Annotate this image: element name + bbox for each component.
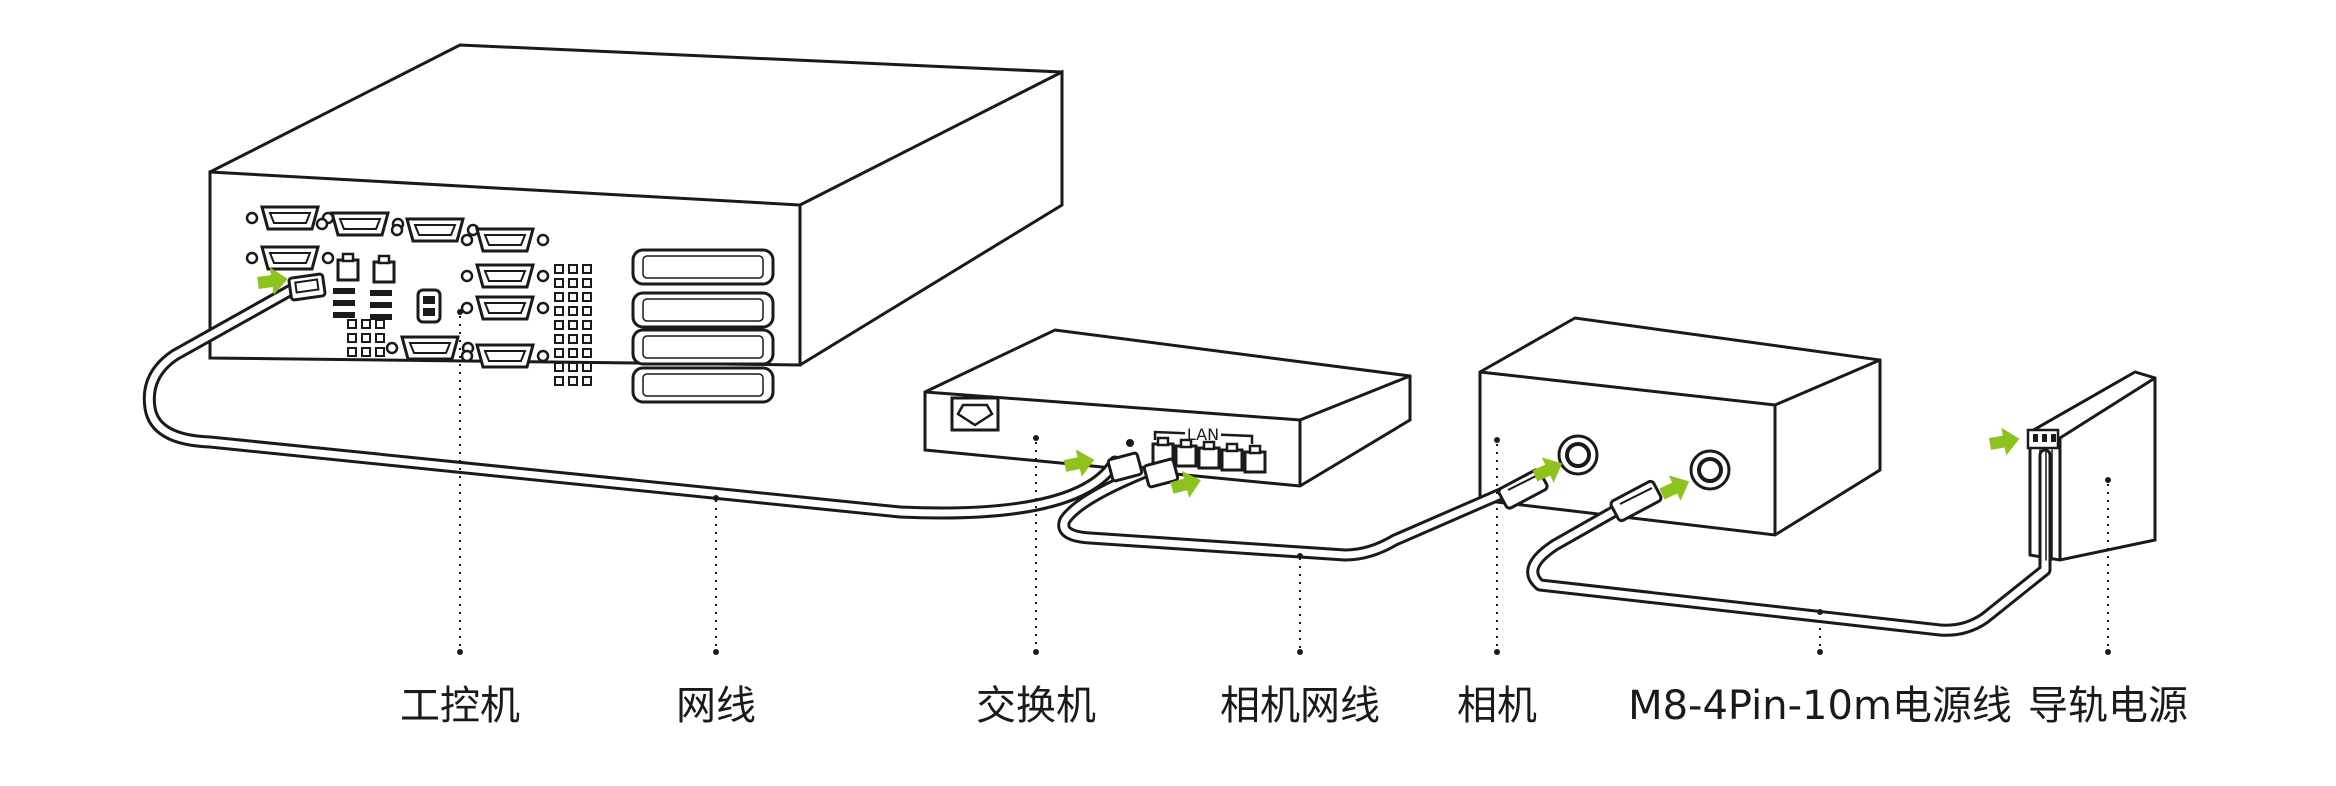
vent-hole (554, 362, 564, 372)
rail-power-box (2026, 370, 2157, 562)
vent-hole (568, 348, 578, 358)
ipc-box (208, 43, 1064, 404)
leader-dots (457, 495, 2111, 655)
vent-hole (582, 264, 592, 274)
label-camera: 相机 (1457, 683, 1537, 729)
arrow-rail-power (1987, 425, 2022, 458)
vent-hole (568, 320, 578, 330)
vent-hole (554, 264, 564, 274)
vent-hole (582, 292, 592, 302)
label-ipc: 工控机 (400, 683, 520, 729)
label-net-cable: 网线 (676, 683, 756, 729)
vent-hole (554, 278, 564, 288)
switch-box: LAN (923, 328, 1412, 488)
vent-hole (554, 376, 564, 386)
label-camera-cable: 相机网线 (1220, 683, 1380, 729)
vent-hole (568, 292, 578, 302)
vent-hole (582, 362, 592, 372)
vent-hole (582, 376, 592, 386)
vent-hole (582, 306, 592, 316)
label-rail-power: 导轨电源 (2028, 683, 2188, 729)
vent-hole (582, 320, 592, 330)
vent-hole (554, 306, 564, 316)
vent-hole (568, 334, 578, 344)
vent-hole (582, 334, 592, 344)
vent-hole (554, 320, 564, 330)
vent-hole (554, 292, 564, 302)
vent-hole (568, 278, 578, 288)
camera-box (1478, 316, 1882, 537)
switch-lan-label: LAN (1187, 425, 1219, 444)
vent-hole (568, 362, 578, 372)
vent-hole (554, 334, 564, 344)
cables (142, 278, 2053, 637)
vent-hole (554, 348, 564, 358)
leader-lines (459, 316, 2109, 650)
label-switch: 交换机 (976, 683, 1096, 729)
vent-hole (568, 264, 578, 274)
vent-hole (582, 348, 592, 358)
plugs (287, 272, 1663, 523)
vent-hole (582, 278, 592, 288)
vent-hole (568, 306, 578, 316)
vent-hole (568, 376, 578, 386)
label-power-cable: M8-4Pin-10m电源线 (1628, 683, 2012, 729)
